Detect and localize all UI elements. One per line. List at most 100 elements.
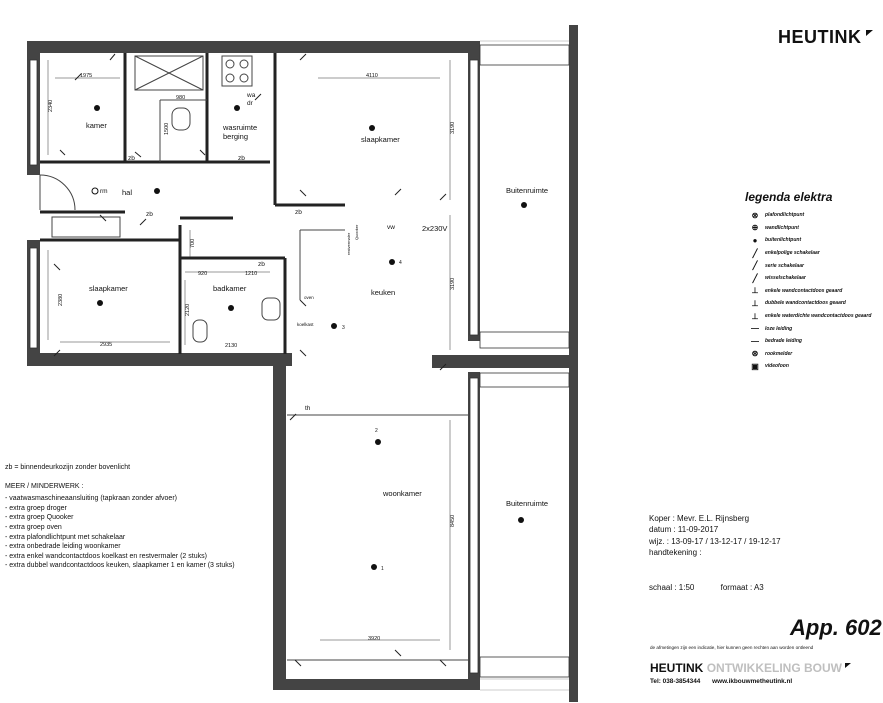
wall-inner-left <box>273 353 286 690</box>
format-label: formaat : A3 <box>720 583 764 592</box>
ceiling-light-hal <box>154 188 160 194</box>
ceiling-light-kamer <box>94 105 100 111</box>
window-slaapkamer-left <box>29 247 38 349</box>
legend-list: ⊗plafondlichtpunt⊕wandlichtpunt●buitenli… <box>745 209 883 373</box>
meerwerk-title: MEER / MINDERWERK : <box>5 482 84 490</box>
legend-item-label: buitenlichtpunt <box>765 237 802 244</box>
smoke-detector-hal <box>91 187 99 195</box>
buyer-name: Koper : Mevr. E.L. Rijnsberg <box>649 514 750 523</box>
balcony-divider <box>432 355 572 368</box>
brand-logo-top: HEUTINK <box>778 27 873 48</box>
wall-middle-step <box>27 353 292 366</box>
balcony-rail-mid-a <box>479 331 570 349</box>
meerwerk-item: - vaatwasmaschineaansluiting (tapkraan z… <box>5 495 177 503</box>
toilet-upper <box>171 107 191 131</box>
label-num-4: 4 <box>399 260 402 266</box>
dimension-lines <box>47 60 451 650</box>
ceiling-light-slaapkamer-2 <box>97 300 103 306</box>
legend-item-label: wandlichtpunt <box>765 224 799 231</box>
legend-symbol-icon: ⊕ <box>751 223 759 233</box>
legend-item: ╱wisselschakelaar <box>745 272 883 285</box>
legend-symbol-icon: ⊥ <box>751 298 759 308</box>
label-quooker: Quooker <box>354 224 359 240</box>
dim-2340: 2340 <box>48 100 54 112</box>
brand-name-bottom: HEUTINK <box>650 661 704 675</box>
legend-symbol-icon: ╱ <box>752 261 758 271</box>
legend-symbol-icon: ⊥ <box>751 286 759 296</box>
room-berging: berging <box>223 132 248 141</box>
outdoor-light-2 <box>518 517 524 523</box>
date: datum : 11-09-2017 <box>649 525 719 535</box>
apartment-number: App. 602 <box>790 615 882 640</box>
meerwerk-item: - extra enkel wandcontactdoos koelkast e… <box>5 552 207 560</box>
brand-name: HEUTINK <box>778 27 862 47</box>
legend-item-label: dubbele wandcontactdoos geaard <box>765 300 846 307</box>
room-slaapkamer-2: slaapkamer <box>89 284 128 293</box>
dim-980: 980 <box>176 95 185 101</box>
legend-item-label: enkele waterdichte wandcontactdoos geaar… <box>765 313 872 320</box>
label-vw: vw <box>387 224 395 231</box>
scale-label: schaal : 1:50 <box>649 583 695 592</box>
ceiling-light-koelkast <box>331 323 337 329</box>
dim-2380: 2380 <box>58 294 64 306</box>
dim-1210: 1210 <box>245 271 257 277</box>
window-kamer <box>29 59 38 166</box>
legend-title: legenda elektra <box>745 190 833 204</box>
label-dr: dr <box>247 100 254 107</box>
room-buitenruimte-1: Buitenruimte <box>506 186 548 195</box>
contact-info: Tel: 038-3854344 www.ikbouwmetheutink.nl <box>650 678 802 685</box>
ceiling-light-slaapkamer-1 <box>369 125 375 131</box>
label-num-2: 2 <box>375 428 378 434</box>
legend-symbol-icon: ● <box>752 235 758 245</box>
legend-symbol-icon: ⊥ <box>751 311 759 321</box>
switches-and-sockets <box>53 53 447 667</box>
legend-item-label: enkele wandcontactdoos geaard <box>765 287 843 294</box>
ceiling-light-wasruimte <box>234 105 240 111</box>
legend-item: ⊕ wandlichtpunt <box>745 222 883 235</box>
zb-note: zb = binnendeurkozijn zonder bovenlicht <box>5 464 131 471</box>
legend-symbol-icon: ⊗ <box>751 210 759 220</box>
legend-item-label: loze leiding <box>765 325 793 332</box>
label-zb-1: zb <box>128 155 135 162</box>
brand-logo-bottom: HEUTINK ONTWIKKELING BOUW <box>650 661 852 675</box>
walls <box>27 25 578 702</box>
legend-item: ● buitenlichtpunt <box>745 234 883 247</box>
legend-item: —bedrade leiding <box>745 335 883 348</box>
electrical-symbols <box>91 105 527 570</box>
label-num-1: 1 <box>381 566 384 572</box>
revisions: wijz. : 13-09-17 / 13-12-17 / 19-12-17 <box>649 536 781 546</box>
outdoor-light-1 <box>521 202 527 208</box>
legend-item: ⊥ dubbele wandcontactdoos geaard <box>745 297 883 310</box>
scale-info: schaal : 1:50 formaat : A3 <box>649 583 788 592</box>
label-wa: wa <box>246 92 256 99</box>
fixture-labels: zb zb zb zb zb wa dr vw 2x230V restverma… <box>100 92 447 572</box>
meerwerk-item: - extra plafondlichtpunt met schakelaar <box>5 533 126 541</box>
dim-920: 920 <box>198 271 207 277</box>
notes-block: zb = binnendeurkozijn zonder bovenlicht … <box>5 463 235 571</box>
meerwerk-item: - extra groep oven <box>5 523 62 531</box>
meerwerk-list: - vaatwasmaschineaansluiting (tapkraan z… <box>5 494 235 571</box>
room-labels: kamer hal wasruimte berging slaapkamer s… <box>86 121 548 508</box>
wall-far-right <box>569 25 578 702</box>
legend-item-label: rookmelder <box>765 350 793 357</box>
room-wasruimte: wasruimte <box>222 123 257 132</box>
room-buitenruimte-2: Buitenruimte <box>506 499 548 508</box>
room-slaapkamer-1: slaapkamer <box>361 135 400 144</box>
legend-symbol-icon: — <box>751 324 759 334</box>
legend-item: ╱enkelpolige schakelaar <box>745 247 883 260</box>
ceiling-light-keuken <box>389 259 395 265</box>
website: www.ikbouwmetheutink.nl <box>712 678 793 685</box>
legend-symbol-icon: ╱ <box>752 248 758 258</box>
room-kamer: kamer <box>86 121 107 130</box>
label-zb-5: zb <box>258 261 265 268</box>
room-keuken: keuken <box>371 288 395 297</box>
dim-3190a: 3190 <box>450 122 456 134</box>
window-keuken <box>469 59 479 336</box>
label-rm: rm <box>100 188 108 195</box>
legend-item: — loze leiding <box>745 322 883 335</box>
label-zb-4: zb <box>295 209 302 216</box>
dimension-labels: 1975 2340 980 1500 4110 3190 3190 700 92… <box>48 73 456 642</box>
balcony-rail-mid-b <box>479 372 570 388</box>
legend-item: ⊥ enkele wandcontactdoos geaard <box>745 285 883 298</box>
